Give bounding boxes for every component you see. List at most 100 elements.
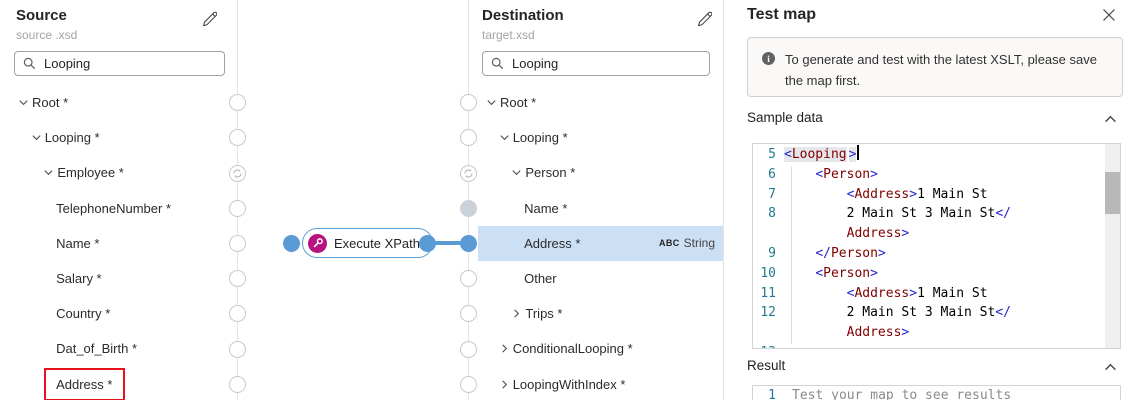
destination-tree-item-label: ConditionalLooping * [512, 341, 633, 357]
chevron-down-icon[interactable] [511, 167, 525, 178]
loop-icon [233, 168, 241, 178]
line-number: 13 [753, 343, 784, 348]
function-input-handle[interactable] [282, 234, 300, 252]
source-connection-point-0[interactable] [228, 94, 246, 112]
line-number: 12 [760, 305, 776, 321]
line-content: <Address>1 Main St [846, 186, 988, 202]
destination-tree-item-5[interactable]: Other [478, 261, 723, 296]
editor-scrollbar[interactable] [1105, 144, 1120, 348]
source-tree-item-2[interactable]: Employee * [10, 155, 227, 190]
source-search-value: Looping [44, 56, 91, 71]
edit-source-schema-button[interactable] [200, 9, 218, 27]
code-line: 9</Person> [753, 244, 1105, 264]
source-tree-item-label: Employee * [57, 165, 124, 181]
chevron-right-icon[interactable] [511, 308, 525, 319]
source-tree-item-3[interactable]: TelephoneNumber * [10, 191, 227, 226]
destination-connection-point-5[interactable] [459, 270, 477, 288]
destination-tree-item-label: Address * [524, 235, 581, 251]
result-line-number: 1 [768, 388, 776, 400]
destination-tree-item-1[interactable]: Looping * [478, 120, 723, 155]
code-line: 7 <Address>1 Main St [753, 185, 1105, 205]
source-tree-item-8[interactable]: Address * [10, 367, 227, 400]
chevron-right-icon[interactable] [499, 343, 513, 354]
indent-guide [791, 166, 792, 344]
source-panel-title: Source [16, 7, 67, 24]
chevron-right-icon [501, 380, 507, 389]
source-connection-point-3[interactable] [228, 199, 246, 217]
source-search-input[interactable]: Looping [14, 51, 225, 76]
chevron-down-icon[interactable] [31, 132, 45, 143]
chevron-down-icon [512, 170, 521, 176]
line-number: 8 [768, 206, 776, 222]
code-line: 11<Address>1 Main St [753, 284, 1105, 304]
source-tree-item-label: Country * [56, 306, 111, 322]
source-connection-point-4[interactable] [228, 234, 246, 252]
collapse-result-button[interactable] [1101, 358, 1119, 376]
collapse-sample-data-button[interactable] [1101, 110, 1119, 128]
line-content: Address> [846, 325, 910, 341]
line-content: <Person> [815, 265, 878, 281]
line-number [753, 224, 784, 244]
info-icon: i [762, 52, 775, 65]
source-connection-point-6[interactable] [228, 305, 246, 323]
code-line: 13 [753, 343, 1105, 348]
close-icon [1103, 9, 1115, 21]
chevron-down-icon[interactable] [43, 167, 57, 178]
chevron-down-icon[interactable] [18, 97, 32, 108]
source-connection-point-8[interactable] [228, 375, 246, 393]
destination-search-input[interactable]: Looping [482, 51, 710, 76]
source-connection-point-2[interactable] [228, 164, 246, 182]
destination-connection-point-1[interactable] [459, 129, 477, 147]
destination-panel-title: Destination [482, 7, 564, 24]
pencil-icon [202, 11, 217, 26]
source-tree-item-7[interactable]: Dat_of_Birth * [10, 331, 227, 366]
chevron-down-icon [487, 100, 496, 106]
close-test-panel-button[interactable] [1100, 6, 1118, 24]
connection-edge[interactable] [427, 241, 468, 245]
source-tree-item-label: Salary * [56, 271, 102, 287]
function-output-handle[interactable] [418, 234, 436, 252]
code-line: Address> [753, 224, 1105, 244]
result-placeholder: Test your map to see results [792, 388, 1012, 400]
line-number [753, 323, 784, 343]
chevron-down-icon[interactable] [486, 97, 500, 108]
source-connection-point-5[interactable] [228, 270, 246, 288]
function-node-label: Execute XPath [334, 235, 420, 251]
source-tree-item-1[interactable]: Looping * [10, 120, 227, 155]
destination-connection-point-3[interactable] [459, 199, 477, 217]
source-connection-point-1[interactable] [228, 129, 246, 147]
destination-connection-point-6[interactable] [459, 305, 477, 323]
source-tree-item-5[interactable]: Salary * [10, 261, 227, 296]
source-tree-item-4[interactable]: Name * [10, 226, 227, 261]
destination-tree-item-7[interactable]: ConditionalLooping * [478, 331, 723, 366]
source-tree-item-label: Looping * [44, 130, 100, 146]
destination-tree-item-label: Trips * [525, 306, 563, 322]
edit-destination-schema-button[interactable] [695, 9, 713, 27]
line-number: 11 [760, 285, 776, 301]
destination-tree-item-3[interactable]: Name * [478, 191, 723, 226]
chevron-right-icon[interactable] [499, 379, 513, 390]
abc-type-icon: ABC [658, 238, 680, 249]
chevron-down-icon[interactable] [499, 132, 513, 143]
destination-tree-item-2[interactable]: Person * [478, 155, 723, 190]
line-number: 10 [760, 265, 776, 281]
destination-tree-item-6[interactable]: Trips * [478, 296, 723, 331]
destination-tree-item-0[interactable]: Root * [478, 85, 723, 120]
destination-connection-point-2[interactable] [459, 164, 477, 182]
destination-connection-point-8[interactable] [459, 375, 477, 393]
function-node-execute-xpath[interactable]: Execute XPath [302, 228, 433, 258]
destination-tree-item-8[interactable]: LoopingWithIndex * [478, 367, 723, 400]
editor-scrollbar-thumb[interactable] [1105, 172, 1120, 214]
source-tree-item-6[interactable]: Country * [10, 296, 227, 331]
result-code-editor[interactable]: 1 Test your map to see results [752, 385, 1121, 400]
destination-connection-point-7[interactable] [459, 340, 477, 358]
source-connection-point-7[interactable] [228, 340, 246, 358]
source-tree-item-0[interactable]: Root * [10, 85, 227, 120]
line-number: 7 [768, 186, 776, 202]
destination-connection-point-0[interactable] [459, 94, 477, 112]
